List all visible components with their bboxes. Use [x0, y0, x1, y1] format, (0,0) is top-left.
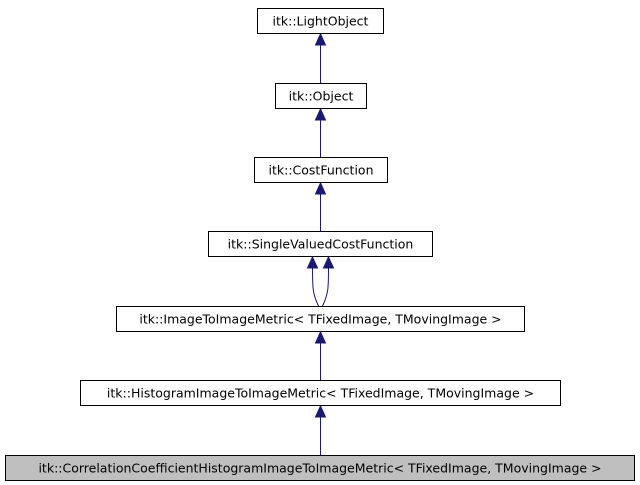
class-node-label: itk::LightObject	[273, 14, 369, 29]
class-node-box	[80, 380, 561, 406]
class-node-box	[254, 157, 388, 183]
class-node-label: itk::CorrelationCoefficientHistogramImag…	[38, 461, 601, 476]
class-node-histogram[interactable]: itk::HistogramImageToImageMetric< TFixed…	[80, 380, 561, 406]
inheritance-arrowhead	[314, 32, 327, 46]
class-node-box	[275, 83, 367, 109]
edge-singlevalued-to-costfunction	[314, 181, 327, 231]
class-node-costfunction[interactable]: itk::CostFunction	[254, 157, 388, 183]
inheritance-arrowhead	[314, 107, 327, 121]
edge-correlation-to-histogram	[314, 404, 327, 455]
edge-costfunction-to-object	[314, 107, 327, 157]
class-node-correlation[interactable]: itk::CorrelationCoefficientHistogramImag…	[5, 455, 635, 481]
inheritance-edge-line	[322, 266, 329, 307]
inheritance-arrowhead	[314, 181, 327, 195]
inheritance-arrowhead	[314, 404, 327, 418]
inheritance-arrowhead	[322, 255, 335, 269]
class-node-object[interactable]: itk::Object	[275, 83, 367, 109]
class-node-singlevalued[interactable]: itk::SingleValuedCostFunction	[208, 231, 433, 257]
class-node-label: itk::SingleValuedCostFunction	[228, 237, 414, 252]
class-node-label: itk::CostFunction	[269, 163, 374, 178]
class-node-label: itk::Object	[289, 89, 354, 104]
edge-imagetoimage-to-singlevalued	[306, 255, 335, 307]
nodes-layer: itk::LightObjectitk::Objectitk::CostFunc…	[5, 8, 635, 481]
class-node-label: itk::ImageToImageMetric< TFixedImage, TM…	[139, 312, 501, 327]
edge-object-to-lightobject	[314, 32, 327, 83]
inheritance-arrowhead	[306, 255, 319, 269]
class-node-box	[116, 306, 525, 332]
class-node-box	[257, 8, 384, 34]
edges-layer	[306, 32, 335, 455]
class-node-imagetoimage[interactable]: itk::ImageToImageMetric< TFixedImage, TM…	[116, 306, 525, 332]
class-node-label: itk::HistogramImageToImageMetric< TFixed…	[107, 386, 534, 401]
class-node-box	[5, 455, 635, 481]
class-node-lightobject[interactable]: itk::LightObject	[257, 8, 384, 34]
inheritance-edge-line	[312, 266, 319, 307]
inheritance-arrowhead	[314, 330, 327, 344]
edge-histogram-to-imagetoimage	[314, 330, 327, 380]
class-node-box	[208, 231, 433, 257]
